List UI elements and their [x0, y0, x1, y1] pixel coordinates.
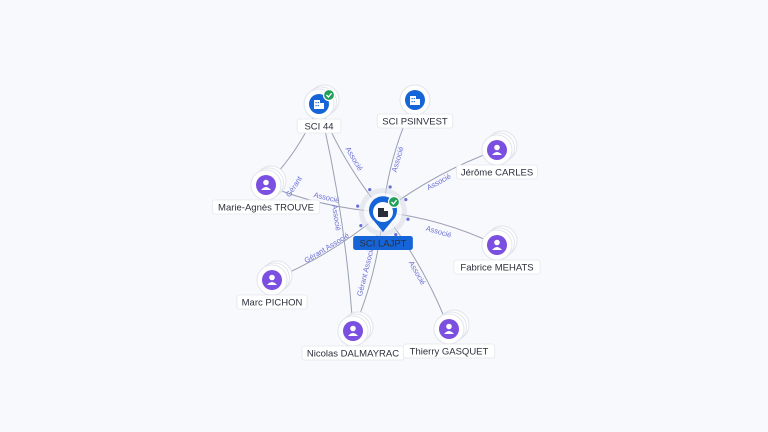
person-icon [261, 179, 271, 190]
node-label: Thierry GASQUET [402, 343, 496, 359]
edge-arrow [359, 223, 363, 228]
center-company-node[interactable]: SCI LAJPT [353, 188, 413, 250]
node-label: Marie-Agnès TROUVE [211, 199, 321, 215]
person-node-dalmayrac[interactable]: Nicolas DALMAYRAC [301, 311, 405, 361]
node-label-text: SCI LAJPT [360, 239, 407, 250]
node-label-text: Jérôme CARLES [461, 168, 533, 179]
person-node-gasquet[interactable]: Thierry GASQUET [402, 309, 496, 359]
edge-label: Associé [344, 145, 365, 172]
node-label: Nicolas DALMAYRAC [301, 345, 405, 361]
person-icon [492, 144, 502, 155]
node-label-text: SCI PSINVEST [382, 117, 448, 128]
node-label-text: Marc PICHON [242, 298, 303, 309]
edge-label: Associé [330, 204, 343, 231]
building-icon [410, 96, 420, 105]
node-label-text: Nicolas DALMAYRAC [307, 349, 399, 360]
edge-arrow [356, 204, 360, 208]
edge-arrow [406, 217, 410, 221]
node-label-text: SCI 44 [304, 122, 333, 133]
person-node-trouve[interactable]: Marie-Agnès TROUVE [211, 165, 321, 215]
node-label: Marc PICHON [236, 294, 308, 310]
person-node-carles[interactable]: Jérôme CARLES [456, 130, 538, 180]
node-label: Fabrice MEHATS [453, 259, 541, 275]
edge-dalmayrac-sci44: Associé [318, 103, 354, 332]
person-icon [444, 323, 454, 334]
node-label: SCI PSINVEST [376, 113, 454, 129]
edge-arrow [394, 233, 398, 237]
company-node-psinvest[interactable]: SCI PSINVEST [376, 84, 454, 129]
node-label-text: Fabrice MEHATS [460, 263, 533, 274]
edge-arrow [388, 185, 392, 189]
nodes-layer: SCI 44 SCI PSINVEST Jérôme CARLES Marie-Agn… [211, 84, 541, 361]
edge-arrow [368, 188, 372, 192]
edge-label: Associé [407, 259, 428, 286]
node-label: SCI 44 [296, 118, 342, 134]
edge-label: Associé [390, 145, 406, 173]
building-icon [378, 208, 388, 217]
node-label-text: Marie-Agnès TROUVE [218, 203, 314, 214]
verified-check-icon [387, 195, 401, 209]
person-node-mehats[interactable]: Fabrice MEHATS [453, 225, 541, 275]
node-label: SCI LAJPT [353, 236, 413, 250]
person-icon [267, 274, 277, 285]
node-label: Jérôme CARLES [456, 164, 538, 180]
person-icon [348, 325, 358, 336]
building-icon [314, 100, 324, 109]
company-node-sci44[interactable]: SCI 44 [296, 84, 342, 134]
person-icon [492, 239, 502, 250]
node-label-text: Thierry GASQUET [410, 347, 489, 358]
edge-arrow [404, 197, 408, 202]
edge-label: Associé [425, 172, 452, 192]
person-node-pichon[interactable]: Marc PICHON [236, 260, 308, 310]
verified-check-icon [322, 88, 336, 102]
